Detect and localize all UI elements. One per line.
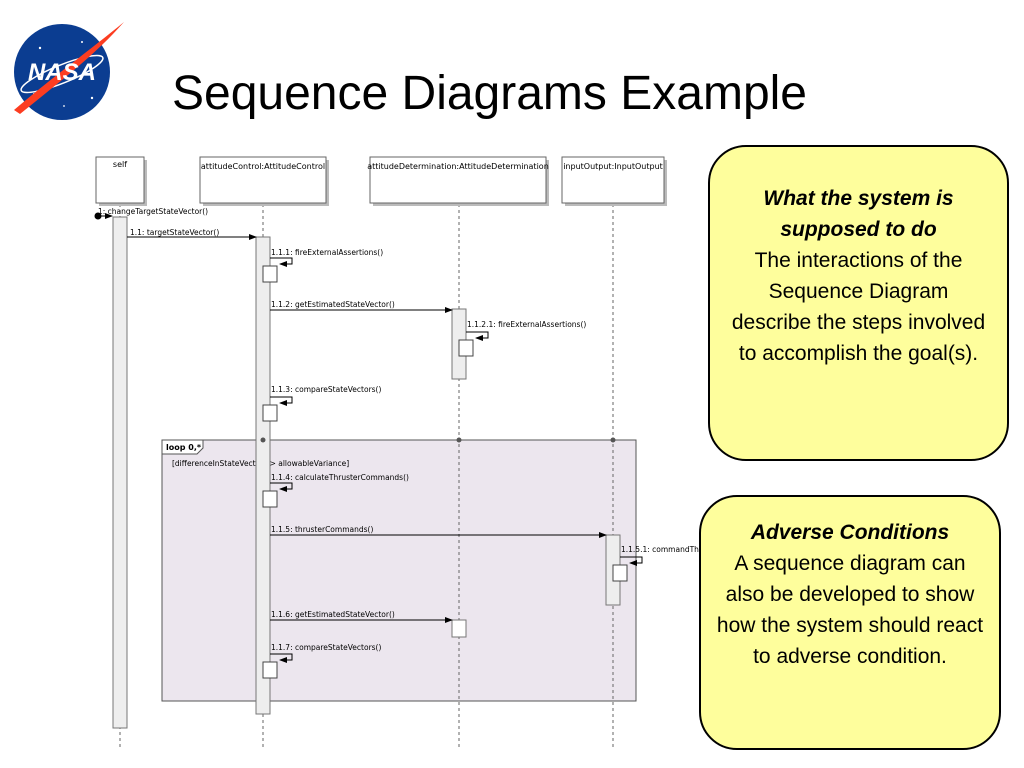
message-label: 1.1.2.1: fireExternalAssertions(): [467, 320, 586, 329]
lifeline-attitude-determination: attitudeDetermination:AttitudeDeterminat…: [367, 156, 549, 206]
message-label: 1.1.3: compareStateVectors(): [271, 385, 381, 394]
message-label: 1.1.5: thrusterCommands(): [271, 525, 373, 534]
callout-heading: Adverse Conditions: [750, 521, 950, 544]
message-1: 1: changeTargetStateVector(): [94, 207, 208, 220]
message-label: 1.1.2: getEstimatedStateVector(): [271, 300, 395, 309]
loop-tag: loop 0,*: [166, 443, 202, 452]
message-label: 1.1.4: calculateThrusterCommands(): [271, 473, 409, 482]
self-call-boxes: [262, 265, 628, 679]
message-label: 1.1: targetStateVector(): [130, 228, 219, 237]
call-arrows: [127, 234, 607, 623]
lifeline-label: attitudeDetermination:AttitudeDeterminat…: [367, 162, 549, 171]
lifeline-self: self: [95, 156, 147, 206]
message-label: 1.1.1: fireExternalAssertions(): [271, 248, 383, 257]
slide-title: Sequence Diagrams Example: [172, 67, 807, 120]
lifeline-input-output: inputOutput:InputOutput: [561, 156, 667, 206]
self-call-arrows: [270, 257, 643, 663]
callout-body: The interactions of the Sequence Diagram…: [731, 249, 986, 365]
lifeline-label: inputOutput:InputOutput: [563, 162, 663, 171]
activation-bars: [112, 216, 621, 729]
loop-fragment: loop 0,* [differenceInStateVectors > all…: [161, 439, 637, 702]
message-label: 1.1.5.1: commandTh: [621, 545, 699, 554]
callout-heading: What the system is supposed to do: [763, 187, 954, 241]
sequence-diagram: loop 0,* [differenceInStateVectors > all…: [94, 156, 699, 748]
lifeline-label: self: [113, 160, 127, 169]
callout-body: A sequence diagram can also be developed…: [716, 552, 984, 668]
message-label: 1.1.7: compareStateVectors(): [271, 643, 381, 652]
loop-crossing-dots: [260, 437, 616, 443]
message-label: 1.1.6: getEstimatedStateVector(): [271, 610, 395, 619]
logo-text: NASA: [28, 59, 96, 86]
message-label: 1: changeTargetStateVector(): [98, 207, 208, 216]
nasa-meatball-logo-icon: NASA: [14, 22, 124, 120]
callout-adverse-conditions: Adverse Conditions A sequence diagram ca…: [699, 495, 1001, 750]
lifeline-label: attitudeControl:AttitudeControl: [201, 162, 325, 171]
callout-purpose: What the system is supposed to do The in…: [708, 145, 1009, 461]
lifeline-attitude-control: attitudeControl:AttitudeControl: [199, 156, 329, 206]
